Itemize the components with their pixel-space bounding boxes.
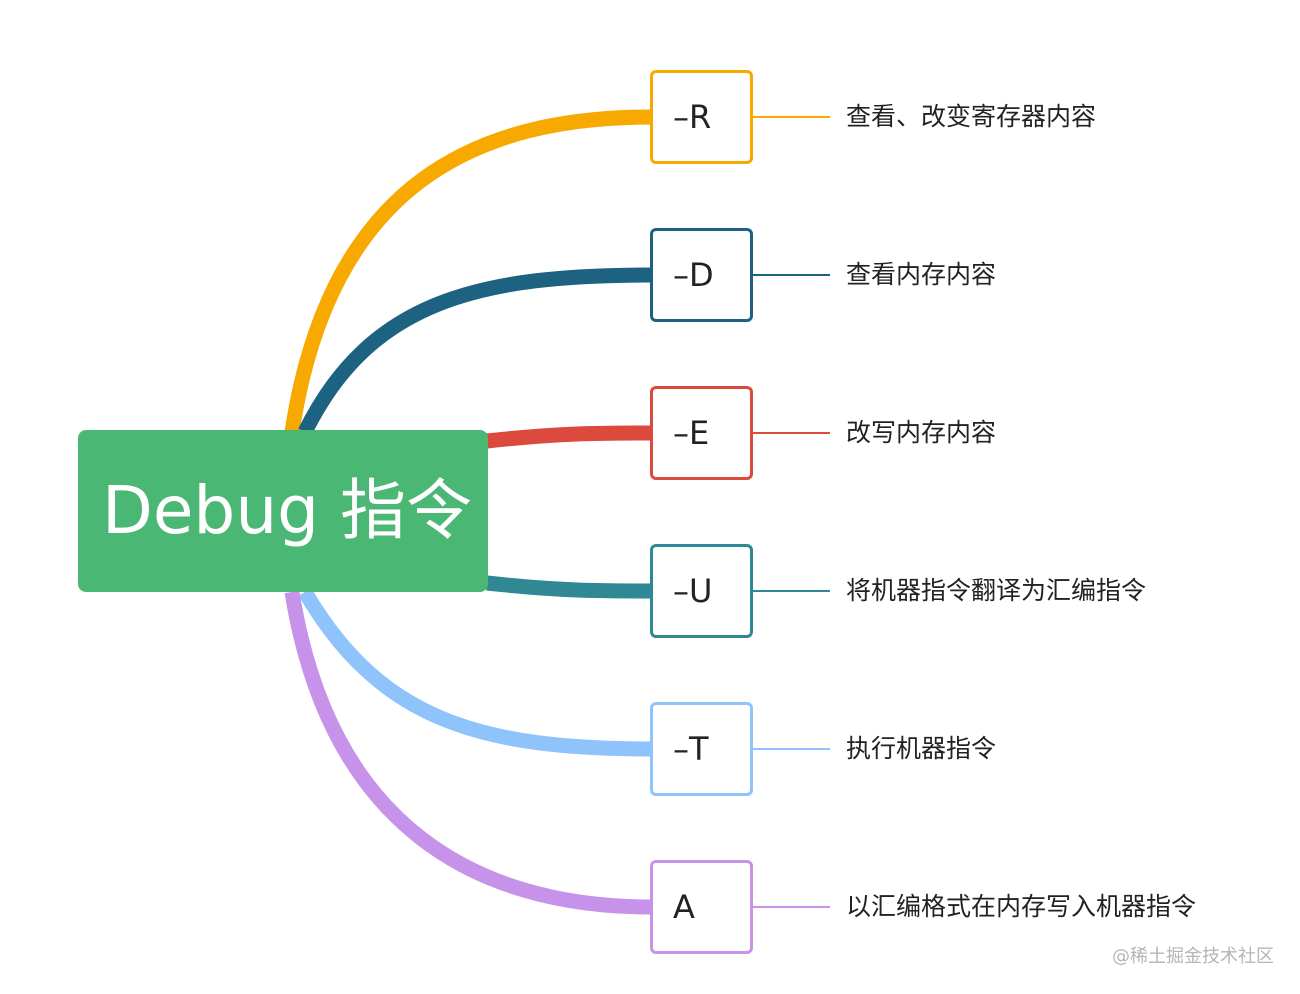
branch-description-a: 以汇编格式在内存写入机器指令 [846, 892, 1197, 921]
root-topic-debug-commands[interactable]: Debug 指令 [78, 430, 488, 592]
connector-curve-a [284, 590, 653, 915]
branch-description-t: 执行机器指令 [846, 734, 997, 763]
branch-node-r[interactable]: –R [650, 70, 753, 164]
branch-description-d: 查看内存内容 [846, 260, 997, 289]
branch-node-u[interactable]: –U [650, 544, 753, 638]
connector-curve-r [284, 109, 653, 434]
connector-curve-e [486, 425, 653, 449]
branch-description-e: 改写内存内容 [846, 418, 997, 447]
connector-curve-u [486, 575, 653, 599]
branch-description-r: 查看、改变寄存器内容 [846, 102, 1097, 131]
watermark: @稀土掘金技术社区 [1112, 946, 1274, 967]
branch-node-a[interactable]: A [650, 860, 753, 954]
connector-curve-d [298, 267, 653, 436]
branch-description-u: 将机器指令翻译为汇编指令 [846, 576, 1147, 605]
branch-node-d[interactable]: –D [650, 228, 753, 322]
connector-curve-t [298, 588, 653, 757]
branch-node-t[interactable]: –T [650, 702, 753, 796]
branch-node-e[interactable]: –E [650, 386, 753, 480]
